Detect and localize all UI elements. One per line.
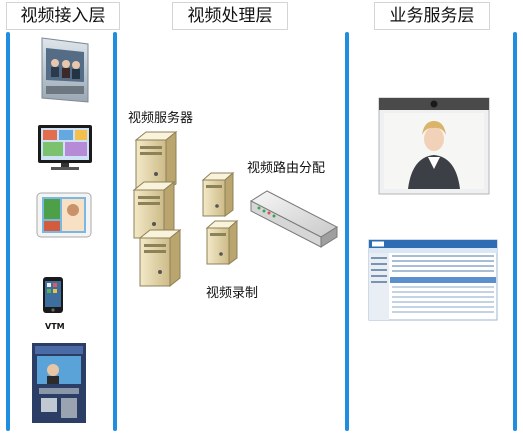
video-router-label: 视频路由分配 xyxy=(247,161,326,176)
smartphone-image xyxy=(43,277,63,313)
business-system-window-image xyxy=(368,239,498,321)
video-conference-screen-image xyxy=(41,37,89,103)
video-recording-label: 视频录制 xyxy=(206,286,259,301)
recorder-unit-1 xyxy=(201,171,235,217)
video-recorder-stack-image xyxy=(201,171,239,265)
server-unit-3 xyxy=(138,228,182,288)
video-agent-screen-image xyxy=(378,97,490,195)
business-right-line xyxy=(513,32,517,431)
access-layer-title: 视频接入层 xyxy=(6,2,120,30)
business-layer-title: 业务服务层 xyxy=(374,2,490,30)
video-router-switch-image xyxy=(249,190,339,248)
video-server-label: 视频服务器 xyxy=(128,111,194,126)
recorder-unit-2 xyxy=(205,219,239,265)
processing-layer-title: 视频处理层 xyxy=(172,2,288,30)
access-left-line xyxy=(6,32,10,431)
access-right-line xyxy=(113,32,117,431)
vtm-kiosk-image xyxy=(32,343,86,423)
vtm-label: VTM xyxy=(45,322,65,331)
business-left-line xyxy=(345,32,349,431)
server-unit-1 xyxy=(134,130,178,191)
tv-monitor-image xyxy=(38,125,92,170)
tablet-image xyxy=(36,192,92,238)
video-server-stack-image xyxy=(132,130,182,288)
